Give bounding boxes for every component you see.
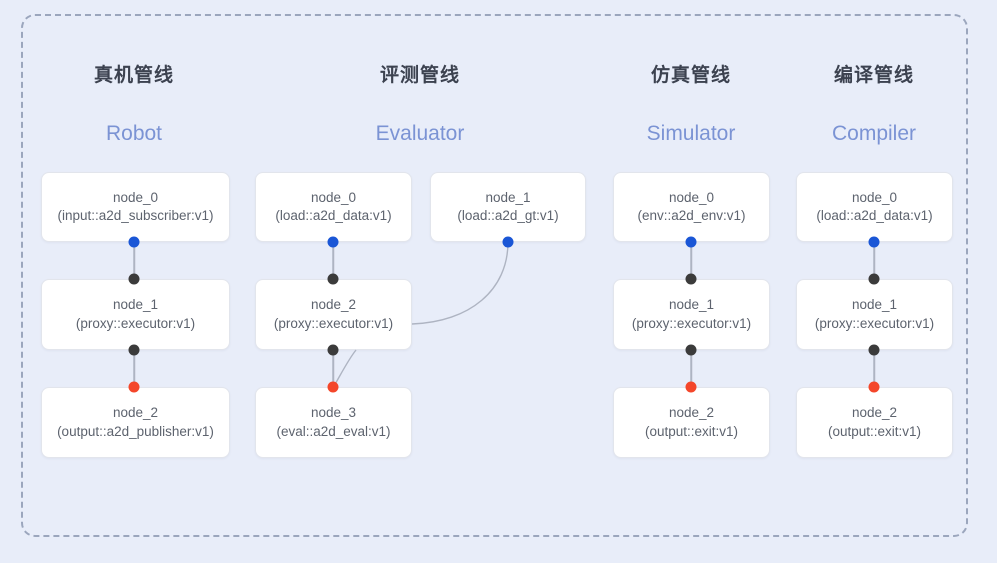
port-input-comp-n2[interactable] <box>868 381 880 393</box>
node-label-type: (output::a2d_publisher:v1) <box>57 423 214 439</box>
port-output-comp-n0[interactable] <box>868 236 880 248</box>
node-comp-n1[interactable]: node_1 (proxy::executor:v1) <box>796 279 953 350</box>
node-label-type: (proxy::executor:v1) <box>631 315 752 331</box>
edge-comp-n1-n2 <box>873 350 875 386</box>
port-output-eval-n0[interactable] <box>327 236 339 248</box>
node-eval-n0[interactable]: node_0 (load::a2d_data:v1) <box>255 172 412 242</box>
node-label-name: node_1 <box>112 297 159 313</box>
node-label-name: node_3 <box>310 405 357 421</box>
edge-sim-n1-n2 <box>690 350 692 386</box>
node-label-type: (load::a2d_data:v1) <box>275 208 392 223</box>
node-label-type: (output::exit:v1) <box>827 423 922 439</box>
node-label-type: (output::exit:v1) <box>644 423 739 439</box>
node-robot-n1[interactable]: node_1 (proxy::executor:v1) <box>41 279 230 350</box>
port-output-sim-n1[interactable] <box>685 344 697 356</box>
edge-eval-n2-n3 <box>332 350 334 386</box>
node-eval-n3[interactable]: node_3 (eval::a2d_eval:v1) <box>255 387 412 458</box>
node-label-type: (proxy::executor:v1) <box>273 315 394 331</box>
node-label-type: (proxy::executor:v1) <box>75 315 196 331</box>
node-label-type: (proxy::executor:v1) <box>814 315 935 331</box>
node-robot-n0[interactable]: node_0 (input::a2d_subscriber:v1) <box>41 172 230 242</box>
node-eval-n2[interactable]: node_2 (proxy::executor:v1) <box>255 279 412 350</box>
node-label-type: (load::a2d_data:v1) <box>816 208 933 223</box>
port-input-eval-n3[interactable] <box>327 381 339 393</box>
node-label-type: (input::a2d_subscriber:v1) <box>57 208 214 223</box>
node-sim-n2[interactable]: node_2 (output::exit:v1) <box>613 387 770 458</box>
port-input-robot-n1[interactable] <box>128 273 140 285</box>
node-label-name: node_0 <box>310 189 357 205</box>
port-input-comp-n1[interactable] <box>868 273 880 285</box>
node-label-name: node_1 <box>851 297 898 313</box>
edge-eval-n0-n2 <box>332 241 334 278</box>
node-label-name: node_2 <box>668 405 715 421</box>
node-comp-n2[interactable]: node_2 (output::exit:v1) <box>796 387 953 458</box>
node-sim-n1[interactable]: node_1 (proxy::executor:v1) <box>613 279 770 350</box>
node-sim-n0[interactable]: node_0 (env::a2d_env:v1) <box>613 172 770 242</box>
node-comp-n0[interactable]: node_0 (load::a2d_data:v1) <box>796 172 953 242</box>
node-label-type: (env::a2d_env:v1) <box>637 208 746 223</box>
node-label-name: node_1 <box>485 189 531 205</box>
node-label-name: node_0 <box>851 189 898 205</box>
node-label-name: node_2 <box>112 405 159 421</box>
node-label-name: node_2 <box>310 297 357 313</box>
port-output-sim-n0[interactable] <box>685 236 697 248</box>
node-label-name: node_1 <box>668 297 715 313</box>
port-output-comp-n1[interactable] <box>868 344 880 356</box>
pipeline-group-frame <box>21 14 968 537</box>
edge-sim-n0-n1 <box>690 241 692 278</box>
port-input-eval-n2[interactable] <box>327 273 339 285</box>
node-label-name: node_0 <box>112 189 159 205</box>
port-output-eval-n2[interactable] <box>327 344 339 356</box>
port-output-robot-n0[interactable] <box>128 236 140 248</box>
port-input-sim-n2[interactable] <box>685 381 697 393</box>
port-input-sim-n1[interactable] <box>685 273 697 285</box>
node-eval-n1[interactable]: node_1 (load::a2d_gt:v1) <box>430 172 586 242</box>
port-output-eval-n1[interactable] <box>502 236 514 248</box>
port-input-robot-n2[interactable] <box>128 381 140 393</box>
node-label-name: node_2 <box>851 405 898 421</box>
edge-comp-n0-n1 <box>873 241 875 278</box>
node-label-type: (eval::a2d_eval:v1) <box>276 423 391 439</box>
node-robot-n2[interactable]: node_2 (output::a2d_publisher:v1) <box>41 387 230 458</box>
port-output-robot-n1[interactable] <box>128 344 140 356</box>
node-label-type: (load::a2d_gt:v1) <box>457 208 559 223</box>
edge-robot-n0-n1 <box>133 241 135 278</box>
node-label-name: node_0 <box>668 189 715 205</box>
edge-robot-n1-n2 <box>133 350 135 386</box>
